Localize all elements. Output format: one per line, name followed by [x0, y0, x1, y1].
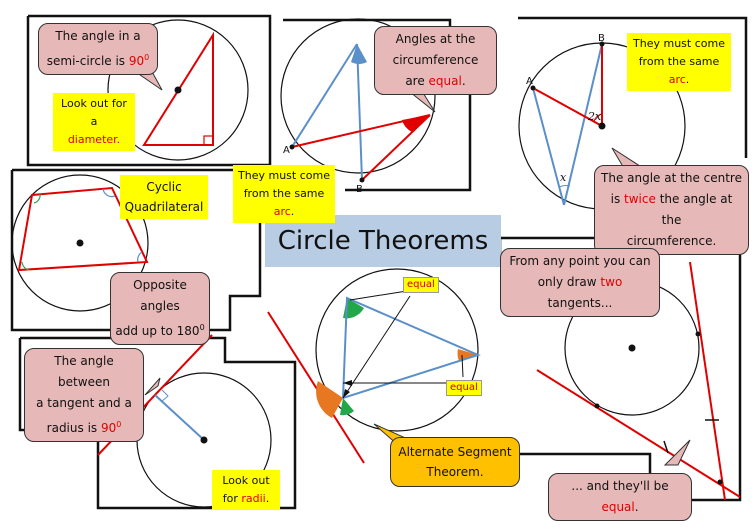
alt-circle [315, 268, 479, 432]
semicircle-callout: The angle in a semi-circle is 900 [38, 23, 158, 75]
same-arc-point-b: B [356, 184, 363, 195]
page-title: Circle Theorems [265, 215, 501, 267]
same-arc-tip: They must come from the same arc. [233, 165, 335, 223]
semicircle-circle [107, 19, 249, 161]
alternate-segment-callout: Alternate Segment Theorem. [390, 437, 520, 487]
centre-angle-x: x [560, 171, 567, 184]
alternate-equal-tag-top: equal [403, 277, 439, 293]
same-arc-diagram: A B [280, 18, 436, 195]
same-arc-point-a: A [283, 145, 290, 156]
same-arc-circle [280, 18, 436, 174]
semicircle-tip: Look out for a diameter. [53, 93, 135, 151]
centre-point-b: B [598, 33, 605, 44]
centre-point-a: A [526, 76, 533, 87]
cyclic-circle [11, 174, 149, 312]
centre-callout: The angle at the centre is twice the ang… [594, 165, 749, 255]
radius-line [154, 394, 205, 441]
cyclic-diagram [11, 174, 149, 312]
cyclic-label: Cyclic Quadrilateral [120, 175, 208, 219]
frame-centre [518, 16, 748, 158]
cyclic-callout: Opposite angles add up to 1800 [110, 272, 210, 345]
equal-tangents-callout: ... and they'll be equal. [548, 473, 692, 521]
cyclic-quadrilateral [17, 186, 149, 272]
alt-tangent [267, 311, 365, 464]
tangent-one [536, 369, 741, 498]
same-arc-callout: Angles at the circumference are equal. [374, 26, 497, 95]
centre-tip: They must come from the same arc. [627, 33, 731, 91]
centre-angle-2x: 2x [587, 110, 602, 123]
right-angle-marker [203, 135, 214, 146]
two-tangents-callout: From any point you can only draw two tan… [500, 248, 660, 317]
two-tangents-diagram [536, 261, 741, 501]
alternate-equal-tag-bottom: equal [446, 380, 482, 396]
tangent-radius-callout: The angle between a tangent and a radius… [24, 348, 144, 442]
angle-blue-top [351, 44, 367, 64]
tangent-radius-tip: Look out for radii. [212, 470, 280, 510]
tangent-two [689, 261, 726, 501]
semicircle-diagram [107, 19, 249, 161]
semicircle-centre [174, 86, 182, 94]
alternate-segment-diagram [267, 268, 481, 464]
